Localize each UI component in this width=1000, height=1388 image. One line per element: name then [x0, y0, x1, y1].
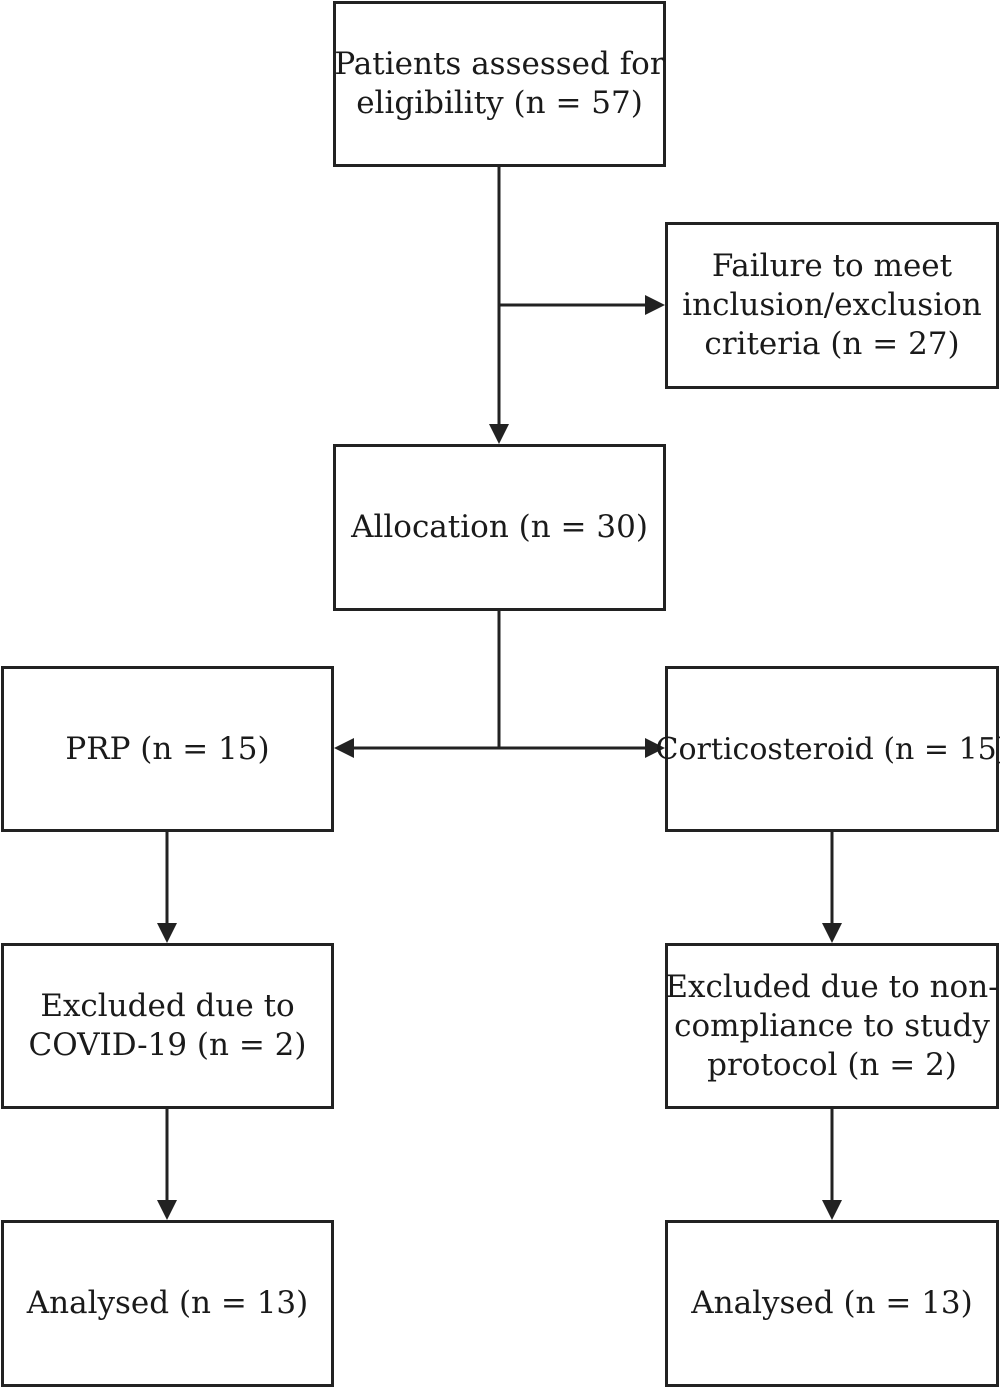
eligibility-line-2: eligibility (n = 57)	[356, 85, 643, 121]
eligibility-line-1: Patients assessed for	[334, 46, 665, 82]
corticosteroid-label: Corticosteroid (n = 15)	[655, 731, 1000, 767]
arrowhead-corticosteroid	[645, 738, 665, 758]
prp-group-box: PRP (n = 15)	[1, 666, 334, 832]
analysed-corticosteroid-box: Analysed (n = 13)	[665, 1220, 999, 1387]
failure-line-2: inclusion/exclusion	[682, 287, 982, 323]
allocation-box: Allocation (n = 30)	[333, 444, 666, 611]
failure-criteria-box: Failure to meet inclusion/exclusion crit…	[665, 222, 999, 389]
arrowhead-analysed-right	[822, 1200, 842, 1220]
arrowhead-allocation	[489, 424, 509, 444]
excluded-noncompliance-box: Excluded due to non- compliance to study…	[665, 943, 999, 1109]
analysed-prp-box: Analysed (n = 13)	[1, 1220, 334, 1387]
allocation-label: Allocation (n = 30)	[351, 509, 648, 545]
arrowhead-excluded-right	[822, 923, 842, 943]
excluded-left-line-2: COVID-19 (n = 2)	[28, 1027, 307, 1063]
prp-label: PRP (n = 15)	[65, 730, 270, 767]
failure-line-1: Failure to meet	[711, 248, 953, 284]
eligibility-box: Patients assessed for eligibility (n = 5…	[333, 1, 666, 167]
failure-line-3: criteria (n = 27)	[704, 326, 960, 362]
analysed-left-label: Analysed (n = 13)	[26, 1285, 309, 1321]
excluded-right-line-3: protocol (n = 2)	[707, 1046, 957, 1083]
arrowhead-failure	[645, 295, 665, 315]
corticosteroid-group-box: Corticosteroid (n = 15)	[656, 666, 1000, 832]
arrowhead-prp	[334, 738, 354, 758]
excluded-covid-box: Excluded due to COVID-19 (n = 2)	[1, 943, 334, 1109]
excluded-left-line-1: Excluded due to	[40, 988, 295, 1024]
analysed-right-label: Analysed (n = 13)	[691, 1285, 973, 1321]
arrowhead-excluded-left	[157, 923, 177, 943]
excluded-right-line-2: compliance to study	[674, 1007, 990, 1044]
arrowhead-analysed-left	[157, 1200, 177, 1220]
excluded-right-line-1: Excluded due to non-	[665, 968, 999, 1005]
